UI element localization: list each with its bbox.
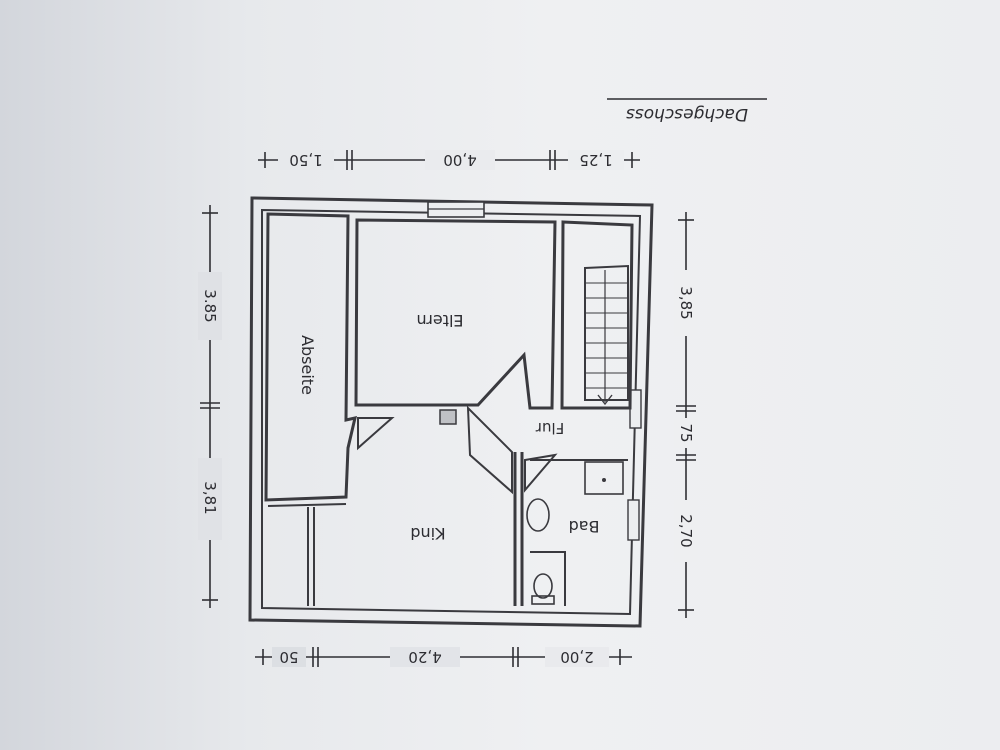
toilet [533,573,553,599]
room-eltern: Eltern [354,218,557,410]
bottom-dimension-line: 50 4,20 2,00 [255,647,632,667]
building-outline [248,196,654,628]
room-abseite: Abseite [264,212,358,502]
dim-right-3: 2,70 [677,514,695,547]
shower-tray [584,461,624,495]
label-eltern: Eltern [416,311,463,330]
dim-top-3: 1,25 [579,151,612,169]
left-dimension-line: 3.85 3,81 [198,205,222,608]
dim-top-2: 4,00 [443,151,476,169]
chimney [439,409,457,425]
window-right-2 [627,499,640,541]
dim-left-2: 3,81 [201,481,219,514]
window-right-1 [629,389,642,429]
room-kind: Kind [267,503,446,606]
dim-bottom-2: 4,20 [408,648,441,666]
dim-bottom-1: 50 [279,648,298,666]
plan-title-text: Dachgeschoss [626,104,748,124]
label-abseite: Abseite [298,335,317,395]
room-flur: Flur [357,405,564,606]
dim-right-2: 75 [677,423,695,442]
label-bad: Bad [569,517,600,536]
washbasin [526,498,550,532]
dim-bottom-3: 2,00 [560,648,593,666]
dim-left-1: 3.85 [201,289,219,322]
room-bad: Bad [526,459,628,606]
right-dimension-line: 3,85 75 2,70 [674,212,698,618]
stairwell [560,220,634,410]
top-dimension-line: 1,50 4,00 1,25 [258,150,640,170]
dim-right-1: 3,85 [677,286,695,319]
label-flur: Flur [535,419,564,437]
plan-title: Dachgeschoss [607,98,767,124]
label-kind: Kind [410,524,445,543]
dim-top-1: 1,50 [289,151,322,169]
